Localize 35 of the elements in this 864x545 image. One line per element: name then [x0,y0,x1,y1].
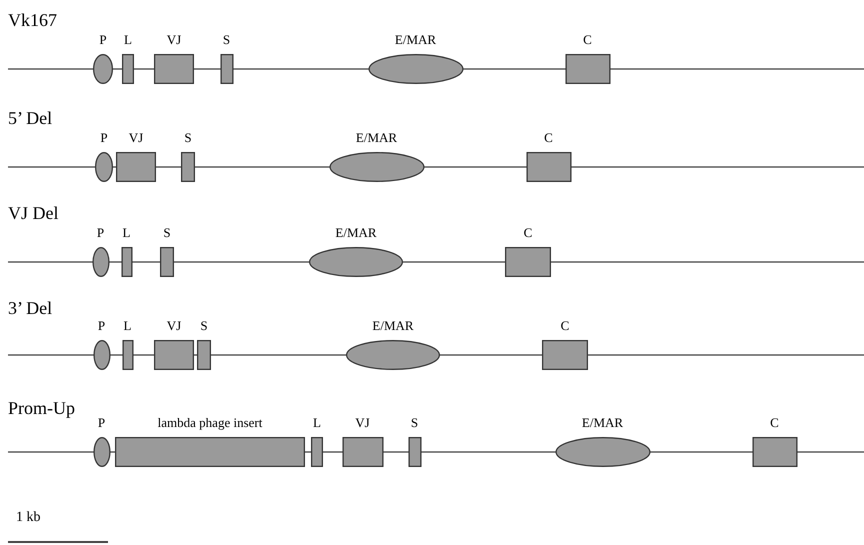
gene-label: S [200,318,208,334]
gene-label: C [583,32,592,48]
gene-label: E/MAR [582,415,624,431]
gene-label: VJ [166,32,182,48]
gene-label: S [222,32,230,48]
gene-label: lambda phage insert [158,415,262,431]
gene-label: S [410,415,418,431]
gene-label: L [124,32,132,48]
gene-label: P [100,130,108,146]
gene-label: C [524,225,532,241]
gene-label: S [184,130,192,146]
gene-label: VJ [128,130,144,146]
gene-label: C [544,130,553,146]
gene-label: L [122,225,130,241]
construct-name: 5’ Del [8,108,52,129]
gene-label: L [313,415,321,431]
gene-label: E/MAR [372,318,414,334]
gene-label: VJ [166,318,182,334]
gene-label: E/MAR [394,32,436,48]
gene-label: C [770,415,779,431]
gene-label: E/MAR [335,225,377,241]
gene-label: P [99,32,107,48]
gene-label: C [560,318,570,334]
gene-label: E/MAR [356,130,398,146]
gene-label: P [98,318,106,334]
construct-name: Prom-Up [8,398,75,419]
gene-label: L [124,318,132,334]
construct-name: Vk167 [8,10,57,31]
gene-label: S [163,225,171,241]
gene-label: P [98,415,106,431]
construct-name: 3’ Del [8,298,52,319]
gene-label: P [96,225,104,241]
gene-label: VJ [355,415,370,431]
construct-name: VJ Del [8,203,58,224]
scale-label: 1 kb [16,510,40,526]
